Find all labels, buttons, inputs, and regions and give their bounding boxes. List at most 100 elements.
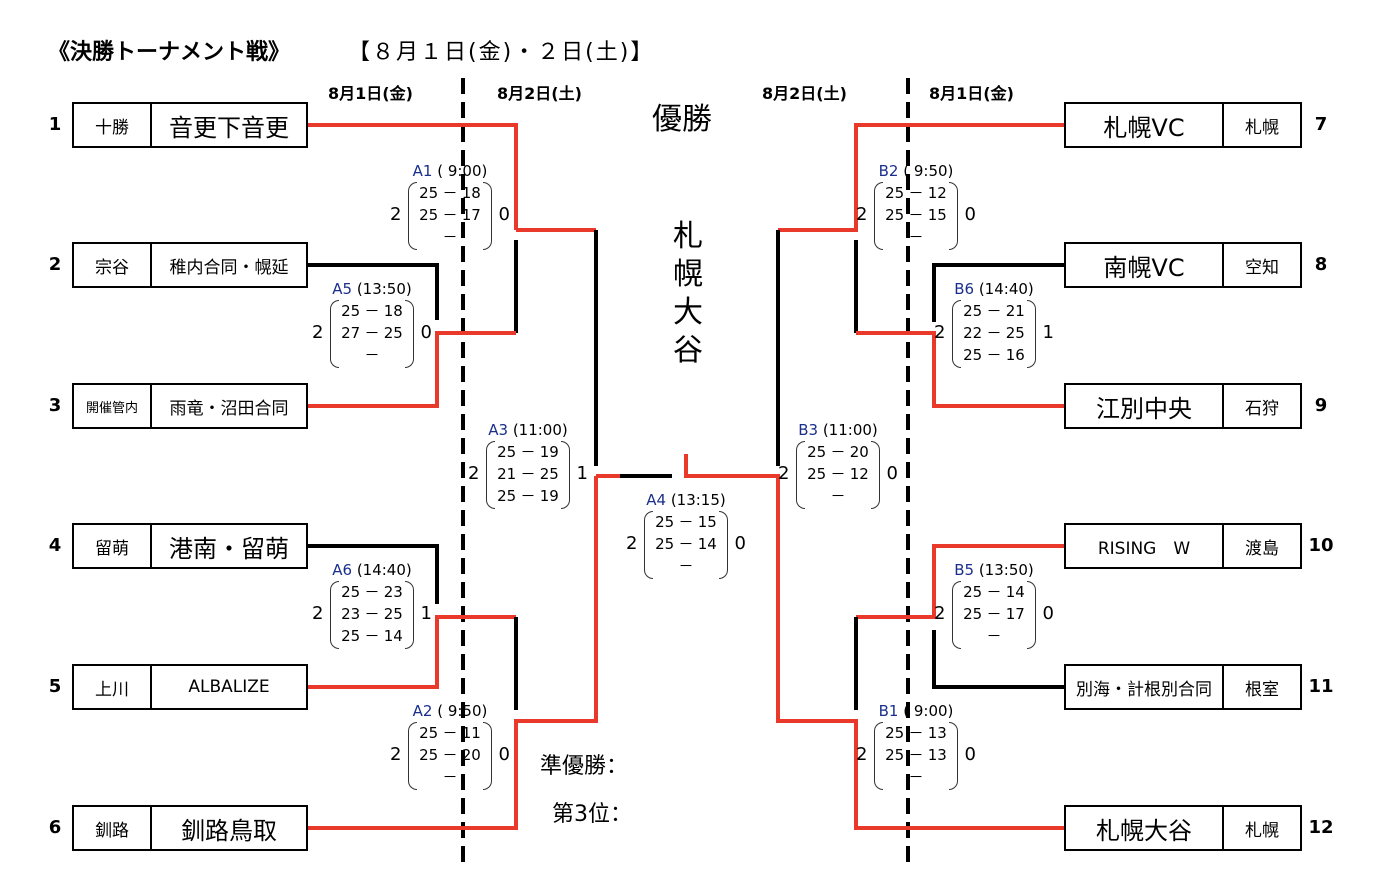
day-label-right-1: 8月1日(金) <box>929 84 1014 103</box>
team-entry[interactable]: 宗谷稚内合同・幌延 <box>72 242 308 288</box>
match-label: A3 (11:00) <box>468 421 588 439</box>
bracket-left <box>408 722 417 790</box>
set-score-right <box>927 766 948 788</box>
match-time: (11:00) <box>508 421 568 439</box>
set-row: 25－15 <box>884 204 948 226</box>
match-code: B5 <box>954 561 975 579</box>
set-score-left: 25 <box>885 746 905 764</box>
bracket-right <box>405 581 414 649</box>
line-team2-loss <box>307 263 439 320</box>
line-team11-loss <box>932 630 1065 689</box>
sets-won-left: 2 <box>626 533 638 554</box>
set-dash: － <box>520 465 536 483</box>
set-dash: － <box>442 768 458 786</box>
team-entry[interactable]: 開催管内雨竜・沼田合同 <box>72 383 308 429</box>
match-label: B2 ( 9:50) <box>856 162 976 180</box>
set-score-left: 25 <box>655 535 675 553</box>
bracket-left <box>874 722 883 790</box>
seed-number: 4 <box>48 535 62 556</box>
set-dash: － <box>908 228 924 246</box>
bracket-right <box>483 182 492 250</box>
bracket-right <box>561 441 570 509</box>
set-score-left: 25 <box>885 724 905 742</box>
match-code: A6 <box>332 561 353 579</box>
set-score-right: 19 <box>539 443 559 461</box>
team-name: 札幌大谷 <box>1096 816 1192 845</box>
set-row: － <box>884 226 948 248</box>
set-row: 25－19 <box>496 485 560 507</box>
team-region: 留萌 <box>95 538 129 559</box>
set-dash: － <box>678 513 694 531</box>
set-dash: － <box>986 627 1002 645</box>
sets-won-right: 0 <box>420 322 432 343</box>
team-region: 上川 <box>95 679 129 700</box>
line-team9-win <box>856 331 1065 408</box>
set-score-left: 25 <box>963 605 983 623</box>
set-score-right: 25 <box>539 465 559 483</box>
team-entry[interactable]: 釧路釧路鳥取 <box>72 805 308 851</box>
day-label-right-2: 8月2日(土) <box>762 84 847 103</box>
seed-number: 5 <box>48 676 62 697</box>
set-dash: － <box>364 324 380 342</box>
set-dash: － <box>520 443 536 461</box>
set-row: 25－12 <box>806 463 870 485</box>
set-row: 21－25 <box>496 463 560 485</box>
set-row: － <box>340 344 404 366</box>
set-row: 25－14 <box>340 625 404 647</box>
team-name: ALBALIZE <box>150 666 306 708</box>
team-region: 空知 <box>1222 244 1300 286</box>
set-dash: － <box>908 746 924 764</box>
bracket-right <box>871 441 880 509</box>
runner-up-label: 準優勝： <box>540 754 629 779</box>
team-entry[interactable]: 江別中央石狩 <box>1064 383 1302 429</box>
set-score-right: 17 <box>1005 605 1025 623</box>
team-name: 札幌VC <box>1103 113 1185 142</box>
bracket-right <box>949 722 958 790</box>
set-dash: － <box>364 605 380 623</box>
set-score-right: 15 <box>697 513 717 531</box>
set-score-right <box>461 766 482 788</box>
team-entry[interactable]: 別海・計根別合同根室 <box>1064 664 1302 710</box>
set-dash: － <box>986 346 1002 364</box>
set-dash: － <box>908 768 924 786</box>
team-region: 札幌 <box>1222 807 1300 849</box>
team-entry[interactable]: 留萌港南・留萌 <box>72 523 308 569</box>
set-score-left: 25 <box>419 724 439 742</box>
set-score-right: 21 <box>1005 302 1025 320</box>
set-score-left: 25 <box>419 184 439 202</box>
seed-number: 2 <box>48 254 62 275</box>
set-score-left: 25 <box>497 443 517 461</box>
set-dash: － <box>908 724 924 742</box>
match-label: B1 ( 9:00) <box>856 702 976 720</box>
seed-number: 3 <box>48 395 62 416</box>
team-entry[interactable]: 札幌大谷 札幌 <box>1064 805 1302 851</box>
match-time: (13:50) <box>974 561 1034 579</box>
set-score-left: 25 <box>419 206 439 224</box>
set-score-left: 25 <box>963 346 983 364</box>
set-row: 25－20 <box>418 744 482 766</box>
match-code: B3 <box>798 421 819 439</box>
set-dash: － <box>830 443 846 461</box>
team-name: RISING W <box>1097 538 1191 559</box>
set-score-right: 13 <box>927 746 947 764</box>
set-row: － <box>418 226 482 248</box>
bracket-right <box>719 511 728 579</box>
match-label: B6 (14:40) <box>934 280 1054 298</box>
seed-number: 7 <box>1314 114 1328 135</box>
team-entry[interactable]: 十勝音更下音更 <box>72 102 308 148</box>
team-entry[interactable]: 上川 ALBALIZE <box>72 664 308 710</box>
match-label: A5 (13:50) <box>312 280 432 298</box>
